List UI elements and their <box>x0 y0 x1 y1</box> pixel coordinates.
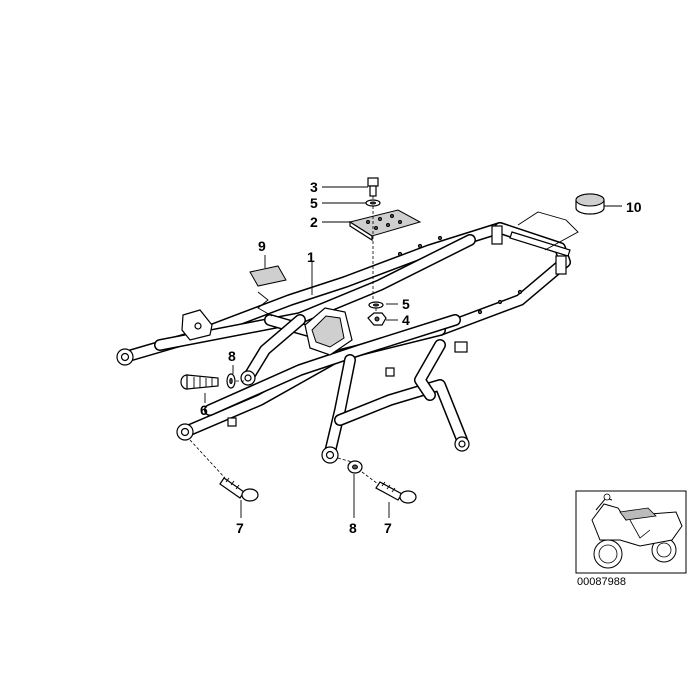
bolt-7-left <box>219 477 259 502</box>
callout-3: 3 <box>310 179 318 195</box>
washer-8-lower <box>347 460 363 474</box>
callout-6: 6 <box>200 402 208 418</box>
callout-7-right: 7 <box>384 520 392 536</box>
label-plate-9 <box>249 255 287 317</box>
lock-plate <box>348 209 422 242</box>
callout-9: 9 <box>258 238 266 254</box>
callout-5-upper: 5 <box>310 195 318 211</box>
washer-5-upper <box>365 199 381 207</box>
washer-8-upper <box>226 373 236 389</box>
reference-code: 00087988 <box>577 576 626 588</box>
callout-2: 2 <box>310 214 318 230</box>
nut-4 <box>367 312 387 326</box>
washer-5-lower <box>368 301 384 309</box>
callout-5-lower: 5 <box>402 296 410 312</box>
callout-8-upper: 8 <box>228 348 236 364</box>
rear-frame <box>116 222 571 464</box>
bolt-3 <box>367 177 379 197</box>
callout-10: 10 <box>626 199 642 215</box>
callout-1: 1 <box>307 249 315 265</box>
callout-7-left: 7 <box>236 520 244 536</box>
callout-8-lower: 8 <box>349 520 357 536</box>
grommet-10 <box>517 193 622 251</box>
motorcycle-thumbnail <box>575 490 687 574</box>
callout-4: 4 <box>402 312 410 328</box>
bolt-7-right <box>375 481 417 504</box>
leader-lines <box>204 186 398 518</box>
bolt-6 <box>180 374 219 390</box>
